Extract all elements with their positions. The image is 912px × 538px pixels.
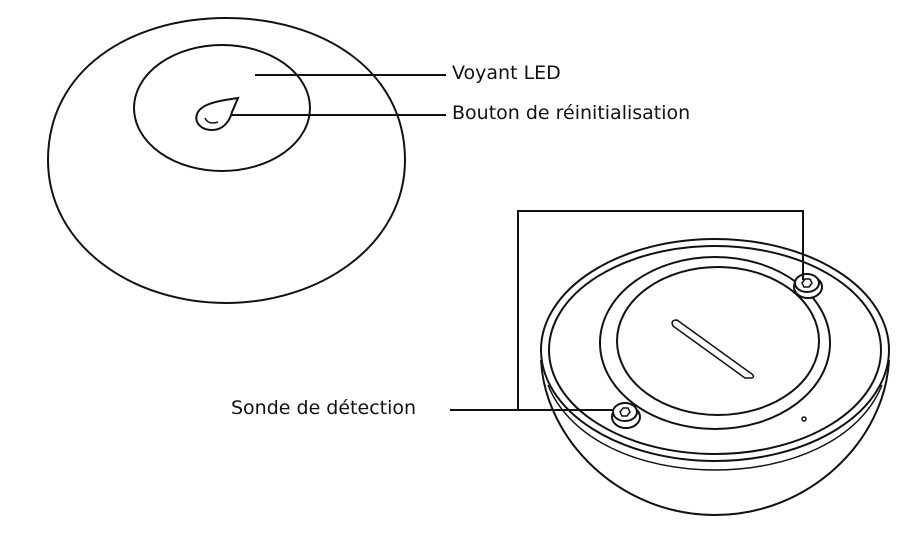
label-led-indicator: Voyant LED (452, 62, 561, 84)
reset-button-drop-icon (195, 96, 240, 132)
battery-cap (616, 266, 820, 416)
bottom-view-device (540, 238, 890, 517)
leader-lines (232, 74, 804, 411)
led-area (133, 44, 311, 172)
top-view-device (46, 16, 407, 305)
screw-top-right (793, 273, 823, 299)
label-reset-button: Bouton de réinitialisation (452, 102, 691, 124)
screw-bottom-left (611, 402, 641, 429)
cap-slot (671, 319, 755, 379)
label-detection-probe: Sonde de détection (231, 397, 417, 419)
